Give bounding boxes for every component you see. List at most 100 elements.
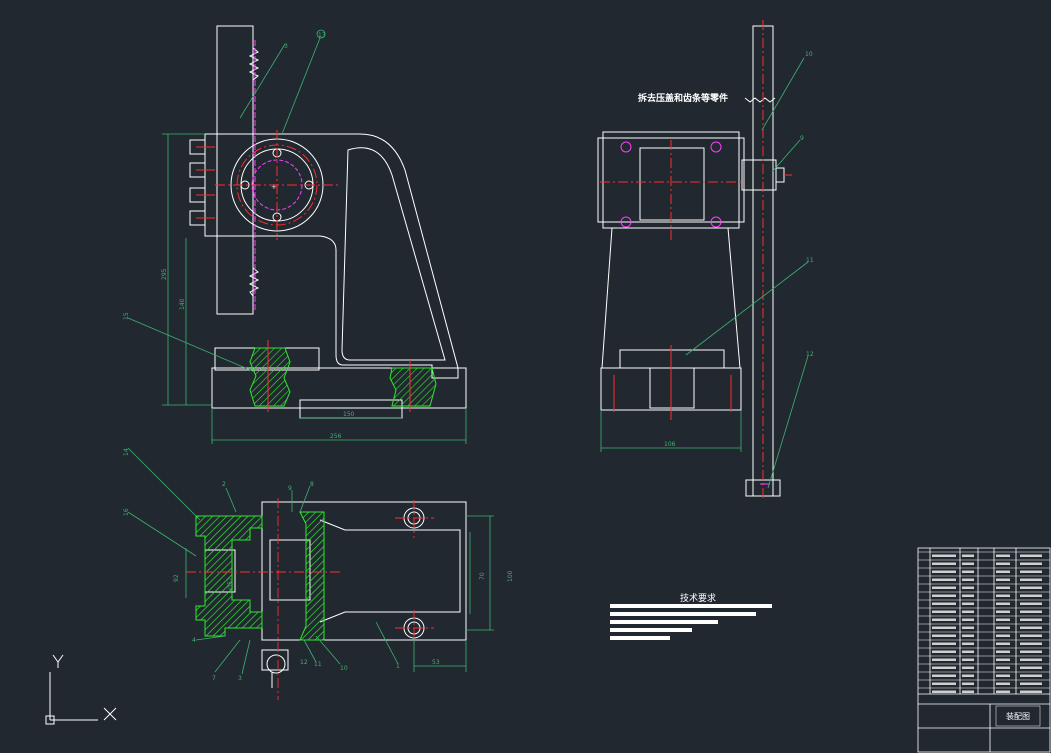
top-section-hatch [195,515,263,637]
balloon-side-2: 9 [800,135,804,142]
bom-cell-text [996,578,1010,581]
bom-cell-text [932,586,956,589]
bom-cell-text [962,602,974,605]
base-plate [211,367,467,409]
svg-text:11: 11 [314,661,322,668]
bom-cell-text [962,658,974,661]
bom-cell-text [932,602,956,605]
bom-cell-text [996,666,1010,669]
bom-cell-text [996,570,1010,573]
dim-top-3: 70 [479,572,486,580]
dim-top-2: 53 [432,659,440,666]
bom-cell-text [1020,586,1042,589]
bom-cell-text [1020,634,1042,637]
balloon-front-2: 13 [318,32,326,39]
bom-cell-text [962,626,974,629]
bom-cell-text [932,610,956,613]
bom-cell-text [996,642,1010,645]
side-view [597,20,792,500]
bom-cell-text [932,666,956,669]
bom-cell-text [996,594,1010,597]
bom-rows [918,551,1050,693]
bom-cell-text [1020,642,1042,645]
front-bolts [189,139,215,226]
bom-cell-text [932,682,956,685]
bom-cell-text [1020,674,1042,677]
bom-cell-text [932,618,956,621]
bom-cell-text [996,650,1010,653]
bom-cell-text [962,562,974,565]
bom-cell-text [1020,562,1042,565]
housing-rib-inner [341,147,446,361]
bom-cell-text [1020,554,1042,557]
bom-cell-text [996,634,1010,637]
balloon-side-1: 10 [805,51,813,58]
top-balloons: 14 16 4 7 3 2 8 9 10 11 12 1 [123,448,400,682]
dim-top-4: 100 [507,570,514,582]
bom-cell-text [996,610,1010,613]
bom-cell-text [996,674,1010,677]
bom-cell-text [996,562,1010,565]
rack-teeth-top [248,47,260,81]
svg-text:7: 7 [212,675,216,682]
bom-cell-text [1020,578,1042,581]
front-dimensions [127,29,467,444]
bom-cell-text [962,634,974,637]
svg-text:1: 1 [396,663,400,670]
bom-cell-text [1020,650,1042,653]
dim-top-5: ∅52 [227,577,234,590]
dim-side-1: 106 [664,441,676,448]
rack-teeth-bottom [248,267,260,297]
bom-cell-text [962,642,974,645]
bom-cell-text [962,666,974,669]
dim-front-1: 295 [161,268,168,280]
bom-cell-text [932,554,956,557]
bom-cell-text [1020,658,1042,661]
svg-text:9: 9 [288,485,292,492]
bom-cell-text [1020,626,1042,629]
bom-cell-text [962,594,974,597]
bom-cell-text [1020,602,1042,605]
rack-bar [216,25,254,315]
bom-cell-text [1020,682,1042,685]
bom-cell-text [932,594,956,597]
housing-outline [204,133,459,379]
ucs-label-x: X [106,734,111,742]
balloon-side-3: 11 [806,257,814,264]
svg-text:16: 16 [123,508,130,516]
top-body [261,501,467,641]
bom-cell-text [932,658,956,661]
balloon-front-3: 15 [123,312,130,320]
bom-cell-text [962,570,974,573]
dim-front-4: 256 [330,433,342,440]
top-section-hatch-2 [299,511,325,641]
bom-cell-text [1020,570,1042,573]
balloon-side-4: 12 [806,351,814,358]
svg-text:+: + [271,183,277,191]
bom-cell-text [996,554,1010,557]
bom-cell-text [996,682,1010,685]
bom-cell-text [962,586,974,589]
base-section-right [389,367,437,407]
svg-text:10: 10 [340,665,348,672]
bom-cell-text [962,674,974,677]
balloon-front-1: 3 [284,43,288,50]
ucs-axis-icon [45,654,117,725]
bom-cell-text [962,682,974,685]
svg-text:3: 3 [238,675,242,682]
bom-cell-text [962,610,974,613]
ucs-label-y: Y [54,644,60,652]
top-dimensions [127,447,494,675]
svg-text:14: 14 [123,448,130,456]
dim-top-1: 92 [173,574,180,582]
bom-cell-text [962,618,974,621]
bom-cell-text [932,626,956,629]
bom-cell-text [1020,610,1042,613]
bom-cell-text [932,570,956,573]
dim-front-2: 140 [179,298,186,310]
bom-cell-text [996,690,1010,693]
bom-cell-text [996,602,1010,605]
bom-cell-text [996,626,1010,629]
title-name-cell [995,705,1041,727]
